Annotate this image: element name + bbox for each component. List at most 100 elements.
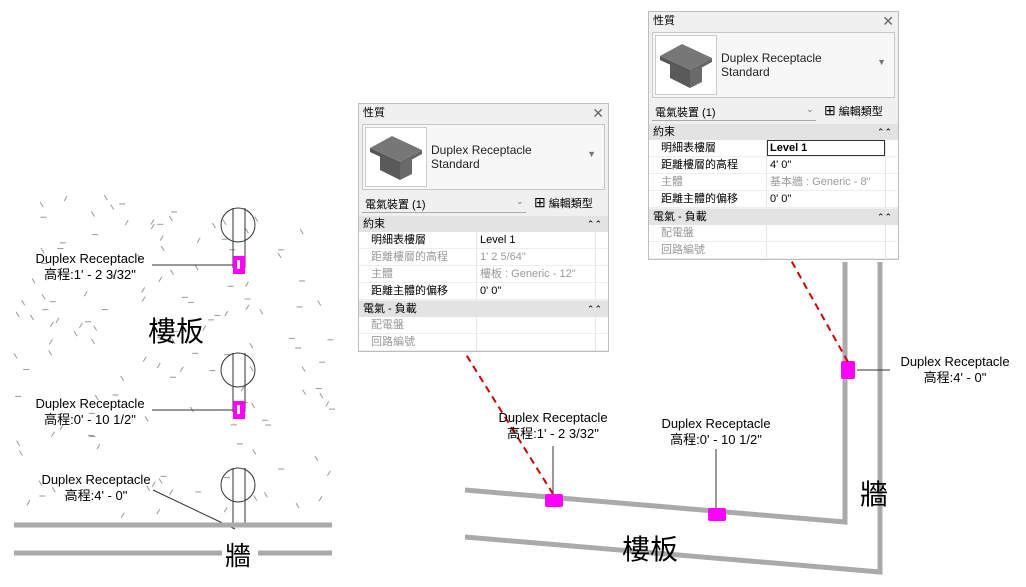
property-value[interactable]: 0' 0"	[770, 193, 792, 205]
panel-titlebar: 性質✕	[359, 104, 608, 122]
edit-type-label: 編輯類型	[548, 198, 593, 210]
property-row: 主體基本牆 : Generic - 8"	[649, 174, 898, 191]
hatch-mark	[51, 486, 56, 493]
hatch-mark	[252, 449, 257, 455]
section-header[interactable]: 電氣 - 負載 ⌃⌃	[359, 301, 608, 317]
type-thumbnail	[365, 127, 427, 187]
category-filter[interactable]: 電氣裝置 (1)	[365, 199, 426, 211]
property-value: 樓板 : Generic - 12"	[480, 268, 576, 280]
hatch-mark	[325, 401, 330, 407]
property-row: 回路編號	[649, 242, 898, 259]
chevron-down-icon[interactable]: ▼	[587, 149, 596, 159]
hatch-mark	[120, 375, 125, 382]
property-name: 距離主體的偏移	[359, 283, 477, 299]
section-label: 電氣 - 負載	[363, 303, 417, 315]
hatch-mark	[59, 424, 64, 431]
hatch-mark	[94, 394, 99, 401]
property-value[interactable]: 4' 0"	[770, 159, 792, 171]
collapse-icon[interactable]: ⌃⌃	[586, 219, 602, 229]
wall-label-right: 牆	[860, 479, 889, 510]
property-value[interactable]: 0' 0"	[480, 285, 502, 297]
property-value	[477, 334, 595, 350]
hatch-mark	[124, 219, 129, 226]
chevron-down-icon[interactable]: ⌄	[806, 104, 814, 114]
hatch-mark	[26, 499, 31, 506]
hatch-mark	[240, 385, 245, 392]
hatch-mark	[251, 402, 256, 409]
hatch-mark	[16, 440, 21, 447]
hatch-mark	[301, 366, 306, 372]
edit-type-icon: ⊞	[534, 194, 546, 210]
hatch-mark	[18, 450, 23, 456]
hatch-mark	[40, 247, 45, 254]
hatch-mark	[41, 293, 46, 300]
close-icon[interactable]: ✕	[592, 105, 604, 121]
property-name: 明細表樓層	[649, 140, 767, 156]
property-name: 回路編號	[359, 334, 477, 350]
edit-type-button[interactable]: ⊞ 編輯類型	[824, 102, 883, 119]
hatch-mark	[314, 455, 319, 462]
hatch-mark	[160, 245, 165, 252]
section-label: 電氣 - 負載	[653, 211, 707, 223]
property-name: 距離樓層的高程	[649, 157, 767, 173]
floor-hatch	[13, 194, 335, 518]
section-header[interactable]: 電氣 - 負載 ⌃⌃	[649, 209, 898, 225]
hatch-mark	[253, 495, 258, 501]
hatch-mark	[120, 512, 125, 518]
property-value[interactable]: Level 1	[480, 234, 516, 246]
category-filter[interactable]: 電氣裝置 (1)	[655, 107, 716, 119]
hatch-mark	[78, 322, 83, 329]
collapse-icon[interactable]: ⌃⌃	[876, 212, 892, 222]
section-header[interactable]: 約束⌃⌃	[649, 124, 898, 140]
hatch-mark	[48, 339, 53, 345]
hatch-mark	[13, 353, 18, 359]
collapse-icon[interactable]: ⌃⌃	[876, 127, 892, 137]
hatch-mark	[151, 481, 156, 488]
section-header[interactable]: 約束⌃⌃	[359, 216, 608, 232]
property-name: 主體	[649, 174, 767, 190]
property-name: 回路編號	[649, 242, 767, 258]
section-floor	[464, 262, 883, 575]
edit-type-button[interactable]: ⊞ 編輯類型	[534, 194, 593, 211]
hatch-mark	[156, 362, 161, 369]
hatch-mark	[103, 194, 108, 201]
hatch-mark	[179, 366, 184, 372]
hatch-mark	[245, 228, 249, 234]
hatch-mark	[73, 330, 78, 337]
property-value[interactable]: Level 1	[767, 140, 885, 156]
panel-titlebar: 性質✕	[649, 12, 898, 30]
hatch-mark	[93, 325, 98, 331]
collapse-icon[interactable]: ⌃⌃	[586, 304, 602, 314]
receptacle-symbol-1	[152, 207, 256, 274]
edit-type-icon: ⊞	[824, 102, 836, 118]
chevron-down-icon[interactable]: ⌄	[516, 196, 524, 206]
hatch-mark	[48, 350, 53, 356]
property-value	[767, 242, 885, 258]
receptacle-symbol-3	[152, 467, 256, 530]
hatch-mark	[142, 356, 147, 362]
type-subname: Standard	[721, 65, 770, 79]
property-row: 配電盤	[359, 317, 608, 334]
property-row: 主體樓板 : Generic - 12"	[359, 266, 608, 283]
hatch-mark	[169, 489, 174, 495]
receptacle-symbol-2	[152, 352, 256, 419]
hatch-mark	[159, 235, 164, 241]
close-icon[interactable]: ✕	[882, 13, 894, 29]
hatch-mark	[51, 431, 55, 438]
hatch-mark	[263, 492, 268, 498]
property-name: 距離樓層的高程	[359, 249, 477, 265]
hatch-mark	[245, 304, 250, 311]
chevron-down-icon[interactable]: ▼	[877, 57, 886, 67]
hatch-mark	[259, 309, 264, 315]
